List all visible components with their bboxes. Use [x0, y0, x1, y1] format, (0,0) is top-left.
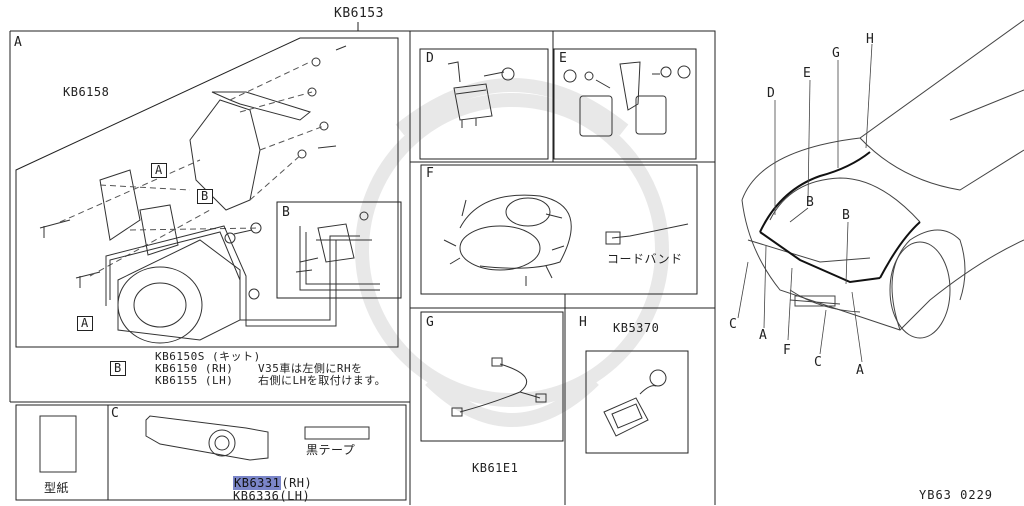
panel-d-section-letter: D — [426, 51, 435, 66]
install-note-line1: V35車は左側にRHを — [258, 362, 363, 375]
car-harness — [759, 151, 921, 284]
panel-frames — [9, 22, 716, 505]
relay-d — [447, 61, 515, 128]
callout-b-upper: B — [197, 189, 213, 204]
car-label-h: H — [866, 32, 875, 47]
switch-part-number: KB5370 — [613, 321, 660, 335]
harness-f — [443, 194, 689, 286]
rh-part-number: KB6150 (RH) — [155, 362, 234, 375]
harness-g — [451, 357, 547, 417]
panel-b-inset-letter: B — [282, 205, 291, 220]
panel-h-section-letter: H — [579, 315, 588, 330]
bezel-rh-part-number: KB6331(RH) — [233, 476, 313, 490]
cord-band-label: コードバンド — [607, 252, 683, 266]
panel-c-section-letter: C — [111, 406, 120, 421]
bezel-lh-part-number: KB6336(LH) — [233, 489, 311, 503]
car-label-b-upper: B — [806, 195, 815, 210]
bracket-part-number: KB6158 — [63, 85, 110, 99]
panel-a-section-letter: A — [14, 35, 23, 50]
car-label-d: D — [767, 86, 776, 101]
fog-lamp-assembly — [39, 45, 360, 344]
template-paper-label: 型紙 — [44, 481, 70, 495]
header-part-number: KB6153 — [334, 6, 384, 21]
relay-inset — [295, 211, 380, 291]
lh-part-number: KB6155 (LH) — [155, 374, 234, 387]
diagram-code: YB63 0229 — [919, 488, 994, 502]
car-illustration — [741, 19, 1024, 339]
harness-g-part-number: KB61E1 — [472, 461, 519, 475]
bezel-rh-highlight: KB6331 — [233, 476, 282, 490]
car-label-c-left: C — [729, 317, 738, 332]
relays-e — [563, 61, 691, 137]
car-label-a-left: A — [759, 328, 768, 343]
car-leaders — [737, 43, 873, 363]
bezel-rh-suffix: (RH) — [281, 476, 313, 490]
panel-e-section-letter: E — [559, 51, 568, 66]
car-label-f: F — [783, 343, 792, 358]
switch-h — [603, 369, 667, 437]
install-note-line2: 右側にLHを取付けます。 — [258, 374, 387, 387]
car-label-c-right: C — [814, 355, 823, 370]
watermark-emblem — [355, 78, 669, 427]
callout-b-lower: B — [110, 361, 126, 376]
car-label-e: E — [803, 66, 812, 81]
black-tape-label: 黒テープ — [306, 443, 356, 457]
car-label-g: G — [832, 46, 841, 61]
kit-part-number: KB6150S (キット) — [155, 350, 261, 363]
car-label-b-lower: B — [842, 208, 851, 223]
fog-bezel — [39, 415, 370, 473]
callout-a-upper: A — [151, 163, 167, 178]
panel-g-section-letter: G — [426, 315, 435, 330]
car-label-a-right: A — [856, 363, 865, 378]
callout-a-lower: A — [77, 316, 93, 331]
panel-f-section-letter: F — [426, 166, 435, 181]
